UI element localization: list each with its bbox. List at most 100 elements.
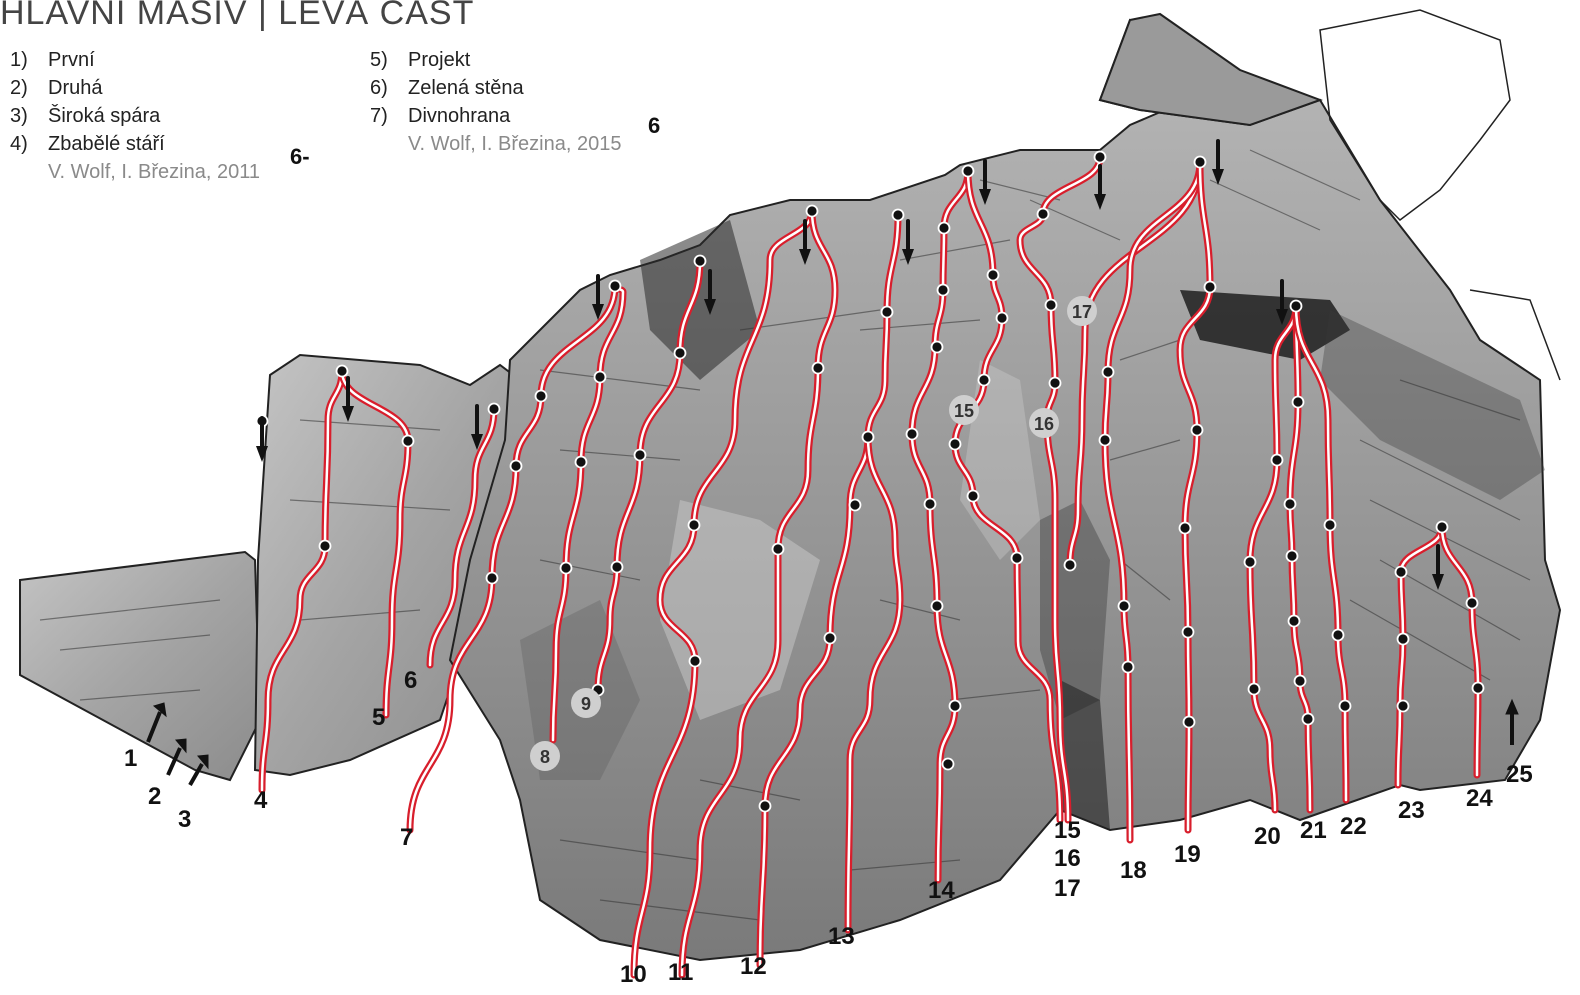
- bolt-marker: [1046, 300, 1057, 311]
- bolt-marker: [487, 573, 498, 584]
- bolt-marker: [1095, 152, 1106, 163]
- bolt-marker: [511, 461, 522, 472]
- bolt-marker: [1249, 684, 1260, 695]
- route-label-5: 5: [372, 704, 385, 731]
- bolt-marker: [825, 633, 836, 644]
- bolt-marker: [489, 404, 500, 415]
- bolt-marker: [1398, 634, 1409, 645]
- circle-label-15: 15: [949, 395, 979, 425]
- route-label-7: 7: [400, 824, 413, 851]
- bolt-marker: [1065, 560, 1076, 571]
- route-label-13: 13: [828, 923, 855, 950]
- bolt-marker: [1333, 630, 1344, 641]
- bolt-marker: [1303, 714, 1314, 725]
- bolt-marker: [950, 439, 961, 450]
- bolt-marker: [1119, 601, 1130, 612]
- bolt-marker: [1272, 455, 1283, 466]
- bolt-marker: [1195, 157, 1206, 168]
- route-label-12: 12: [740, 953, 767, 980]
- bolt-marker: [1180, 523, 1191, 534]
- bolt-marker: [863, 432, 874, 443]
- bolt-marker: [882, 307, 893, 318]
- bolt-marker: [1245, 557, 1256, 568]
- bolt-marker: [893, 210, 904, 221]
- route-label-15: 15: [1054, 817, 1081, 844]
- route-label-6: 6: [404, 667, 417, 694]
- bolt-marker: [943, 759, 954, 770]
- route-label-14: 14: [928, 877, 955, 904]
- bolt-marker: [1123, 662, 1134, 673]
- bolt-marker: [635, 450, 646, 461]
- route-label-25: 25: [1506, 761, 1533, 788]
- bolt-marker: [1467, 598, 1478, 609]
- bolt-marker: [950, 701, 961, 712]
- bolt-marker: [1325, 520, 1336, 531]
- bolt-marker: [1103, 367, 1114, 378]
- bolt-marker: [932, 601, 943, 612]
- bolt-marker: [576, 457, 587, 468]
- bolt-marker: [320, 541, 331, 552]
- route-label-3: 3: [178, 806, 191, 833]
- bolt-marker: [850, 500, 861, 511]
- bolt-marker: [403, 436, 414, 447]
- bolt-marker: [1396, 567, 1407, 578]
- bolt-marker: [988, 270, 999, 281]
- bolt-marker: [595, 372, 606, 383]
- bolt-marker: [695, 256, 706, 267]
- bolt-marker: [1473, 683, 1484, 694]
- bolt-marker: [1285, 499, 1296, 510]
- route-label-22: 22: [1340, 813, 1367, 840]
- svg-text:16: 16: [1034, 414, 1054, 434]
- bolt-marker: [612, 562, 623, 573]
- bolt-marker: [1293, 397, 1304, 408]
- route-label-1: 1: [124, 745, 137, 772]
- circle-label-8: 8: [530, 741, 560, 771]
- route-label-18: 18: [1120, 857, 1147, 884]
- bolt-marker: [760, 801, 771, 812]
- bolt-marker: [1183, 627, 1194, 638]
- bolt-marker: [1184, 717, 1195, 728]
- route-label-16: 16: [1054, 845, 1081, 872]
- bolt-marker: [963, 166, 974, 177]
- svg-text:9: 9: [581, 694, 591, 714]
- bolt-marker: [968, 491, 979, 502]
- route-label-24: 24: [1466, 785, 1493, 812]
- svg-text:15: 15: [954, 401, 974, 421]
- bolt-marker: [1050, 378, 1061, 389]
- route-label-17: 17: [1054, 875, 1081, 902]
- bolt-marker: [997, 313, 1008, 324]
- svg-text:8: 8: [540, 747, 550, 767]
- bolt-marker: [1192, 425, 1203, 436]
- bolt-marker: [939, 223, 950, 234]
- bolt-marker: [675, 348, 686, 359]
- bolt-marker: [1437, 522, 1448, 533]
- bolt-marker: [932, 342, 943, 353]
- bolt-marker: [1287, 551, 1298, 562]
- bolt-marker: [689, 520, 700, 531]
- bolt-marker: [1205, 282, 1216, 293]
- bolt-marker: [1012, 553, 1023, 564]
- bolt-marker: [938, 285, 949, 296]
- route-label-2: 2: [148, 783, 161, 810]
- bolt-marker: [561, 563, 572, 574]
- bolt-marker: [1295, 676, 1306, 687]
- bolt-marker: [690, 656, 701, 667]
- route-label-11: 11: [668, 959, 693, 986]
- circle-label-16: 16: [1029, 408, 1059, 438]
- bolt-marker: [813, 363, 824, 374]
- route-label-4: 4: [254, 787, 268, 814]
- bolt-marker: [1340, 701, 1351, 712]
- route-label-21: 21: [1300, 817, 1327, 844]
- svg-text:17: 17: [1072, 302, 1092, 322]
- bolt-marker: [907, 429, 918, 440]
- bolt-marker: [979, 375, 990, 386]
- bolt-marker: [337, 366, 348, 377]
- bolt-marker: [925, 499, 936, 510]
- bolt-marker: [1100, 435, 1111, 446]
- bolt-marker: [807, 206, 818, 217]
- bolt-marker: [1038, 209, 1049, 220]
- circle-label-9: 9: [571, 688, 601, 718]
- bolt-marker: [773, 544, 784, 555]
- route-label-23: 23: [1398, 797, 1425, 824]
- bolt-marker: [1289, 616, 1300, 627]
